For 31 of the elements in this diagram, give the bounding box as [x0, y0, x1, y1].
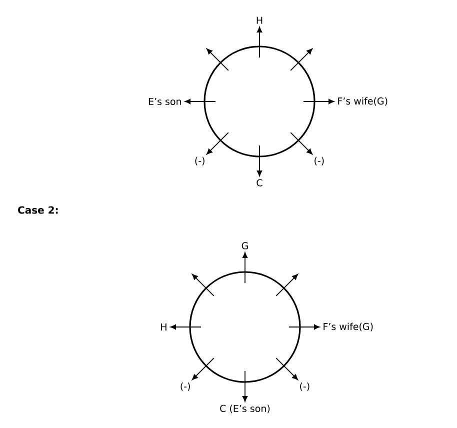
label: (-): [314, 156, 324, 166]
label: E’s son: [148, 98, 181, 106]
circle: [189, 271, 301, 383]
label: H: [256, 16, 262, 24]
label: C (E’s son): [220, 404, 270, 414]
arrow: [192, 358, 214, 380]
label: (-): [195, 156, 204, 166]
circle: [204, 46, 316, 158]
arrow: [288, 324, 320, 330]
arrow: [256, 26, 262, 58]
arrow: [242, 252, 248, 284]
arrow: [170, 324, 202, 330]
label: F’s wife(G): [324, 322, 373, 332]
label: (-): [300, 382, 310, 391]
arrow: [242, 370, 248, 402]
heading: Case 2:: [18, 206, 58, 214]
arrow: [192, 274, 214, 296]
arrow: [290, 132, 313, 155]
arrow: [256, 145, 262, 176]
arrow: [184, 98, 216, 104]
label: (-): [180, 382, 190, 391]
arrow: [290, 48, 313, 71]
arrow: [276, 358, 298, 380]
arrow: [206, 48, 229, 71]
label: C: [256, 179, 262, 186]
label: G: [242, 242, 248, 250]
arrow: [276, 274, 298, 296]
label: H: [161, 324, 166, 330]
arrow: [206, 132, 229, 155]
label: F’s wife(G): [338, 97, 388, 106]
arrow: [303, 98, 334, 104]
